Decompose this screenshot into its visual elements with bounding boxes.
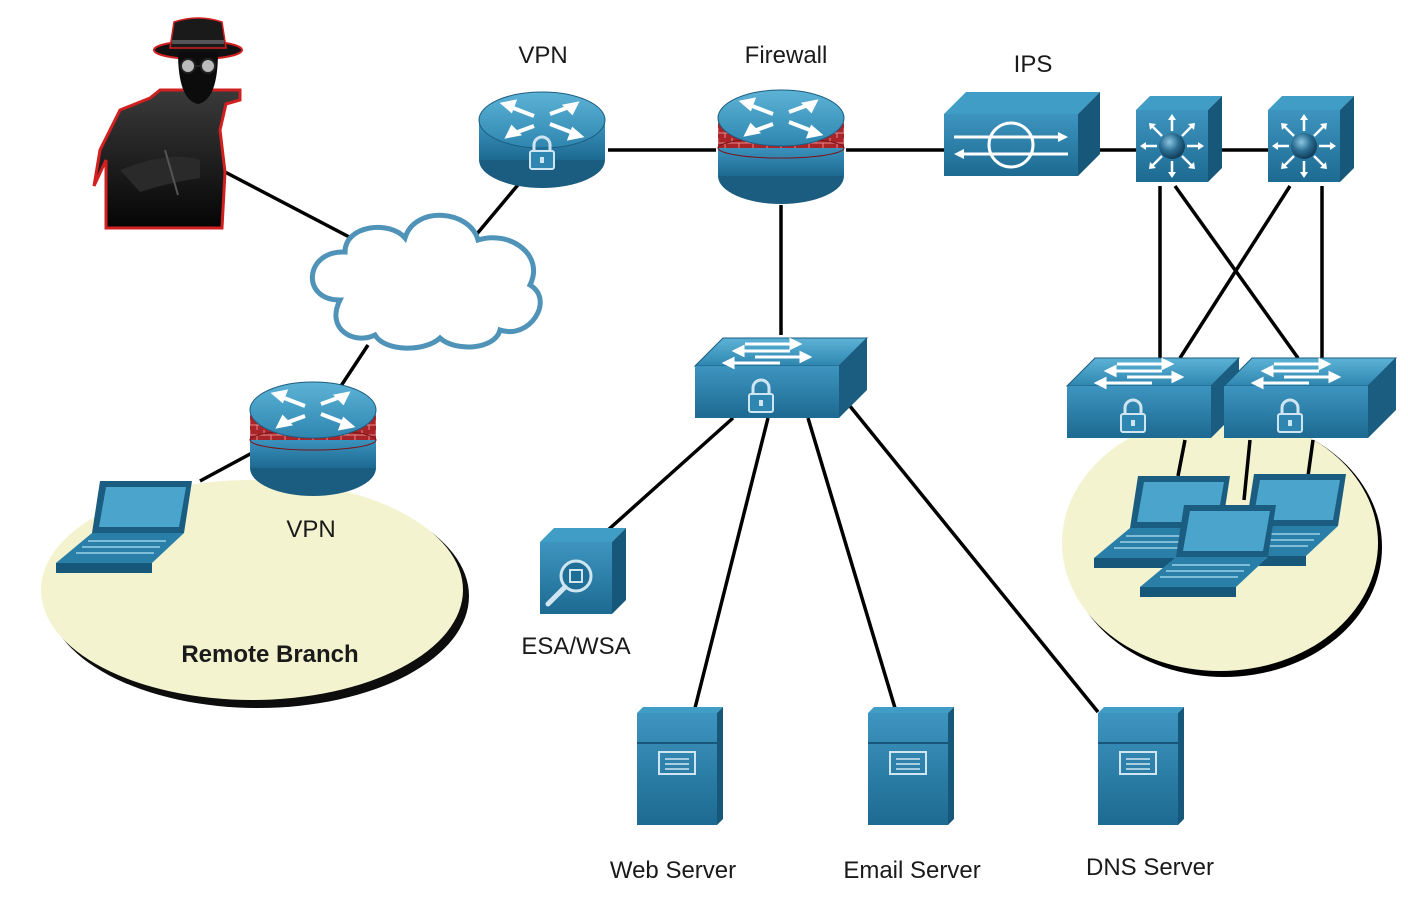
web-server-icon[interactable] bbox=[636, 706, 724, 826]
dns-server-icon[interactable] bbox=[1097, 706, 1185, 826]
hacker-icon bbox=[92, 17, 243, 230]
vpn-top-label: VPN bbox=[518, 42, 567, 69]
access-switch-2-icon[interactable] bbox=[1222, 356, 1398, 440]
vpn-router-icon[interactable] bbox=[477, 90, 607, 190]
vpn-branch-label: VPN bbox=[286, 516, 335, 543]
ips-label: IPS bbox=[1014, 51, 1053, 78]
dns-server-label: DNS Server bbox=[1086, 854, 1214, 881]
firewall-label: Firewall bbox=[745, 42, 828, 69]
dmz-switch-icon[interactable] bbox=[693, 336, 869, 420]
layer3-switch-2-icon[interactable] bbox=[1266, 94, 1356, 184]
web-server-label: Web Server bbox=[610, 857, 736, 884]
esa-wsa-label: ESA/WSA bbox=[521, 633, 630, 660]
remote-branch-label: Remote Branch bbox=[181, 641, 358, 668]
links bbox=[199, 148, 1324, 714]
ips-icon[interactable] bbox=[944, 92, 1100, 176]
email-server-label: Email Server bbox=[843, 857, 980, 884]
layer3-switch-1-icon[interactable] bbox=[1134, 94, 1224, 184]
internet-cloud-icon bbox=[310, 212, 543, 351]
esa-wsa-icon[interactable] bbox=[540, 528, 626, 614]
access-switch-1-icon[interactable] bbox=[1065, 356, 1241, 440]
branch-vpn-firewall-icon[interactable] bbox=[248, 380, 378, 498]
email-server-icon[interactable] bbox=[867, 706, 955, 826]
firewall-icon[interactable] bbox=[716, 88, 846, 206]
